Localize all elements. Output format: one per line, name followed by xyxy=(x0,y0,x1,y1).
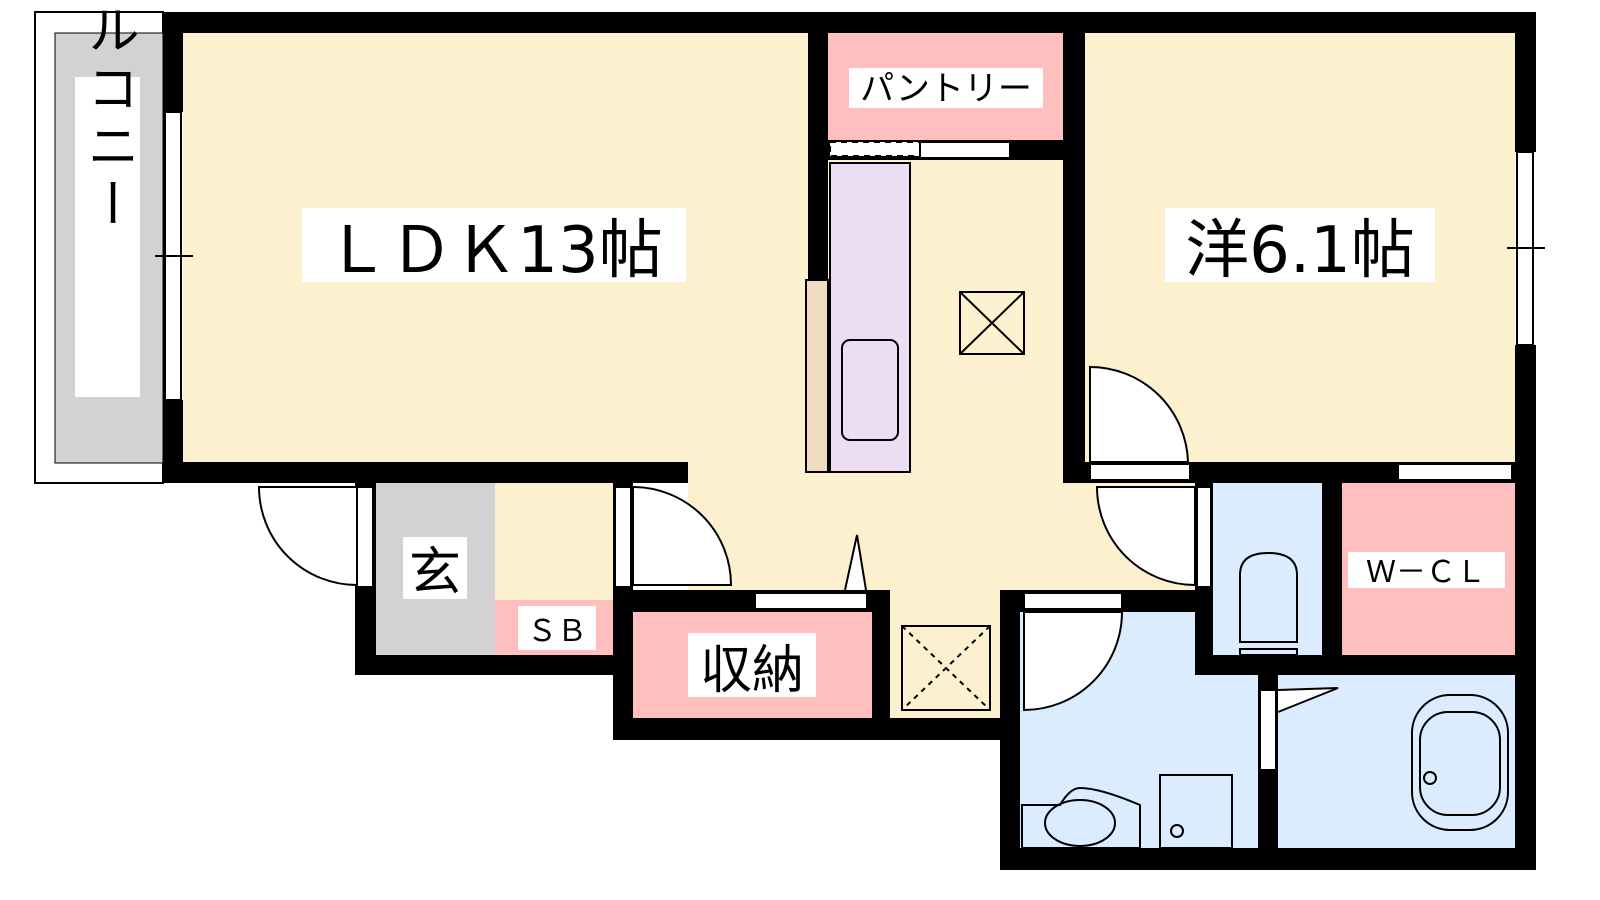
room-label-wcl: Ｗ－ＣＬ xyxy=(1366,555,1486,590)
room-label-storage: 収納 xyxy=(700,641,804,701)
wet-floor xyxy=(1020,483,1515,848)
room-label-pantry: パントリー xyxy=(860,69,1032,109)
fixtures xyxy=(901,291,1509,849)
ventilation-icon xyxy=(959,291,1025,355)
washbasin-icon xyxy=(1021,786,1141,849)
room-label-shoebox: ＳＢ xyxy=(527,614,587,649)
room-label-entrance: 玄 xyxy=(409,543,461,603)
kitchen-counter xyxy=(829,162,911,473)
toilet-icon xyxy=(1239,551,1298,643)
hatch-icon xyxy=(901,625,991,711)
windows xyxy=(155,111,1545,771)
counter xyxy=(805,279,829,473)
room-label-ldk: ＬＤＫ13帖 xyxy=(325,214,662,288)
door-swings xyxy=(257,365,1339,713)
room-label-balcony: バルコニー xyxy=(78,0,138,235)
bathtub-icon xyxy=(1411,694,1509,831)
washer-icon xyxy=(1159,774,1233,849)
walls xyxy=(163,12,1536,870)
sink-icon xyxy=(841,339,899,441)
room-label-western: 洋6.1帖 xyxy=(1185,214,1415,288)
